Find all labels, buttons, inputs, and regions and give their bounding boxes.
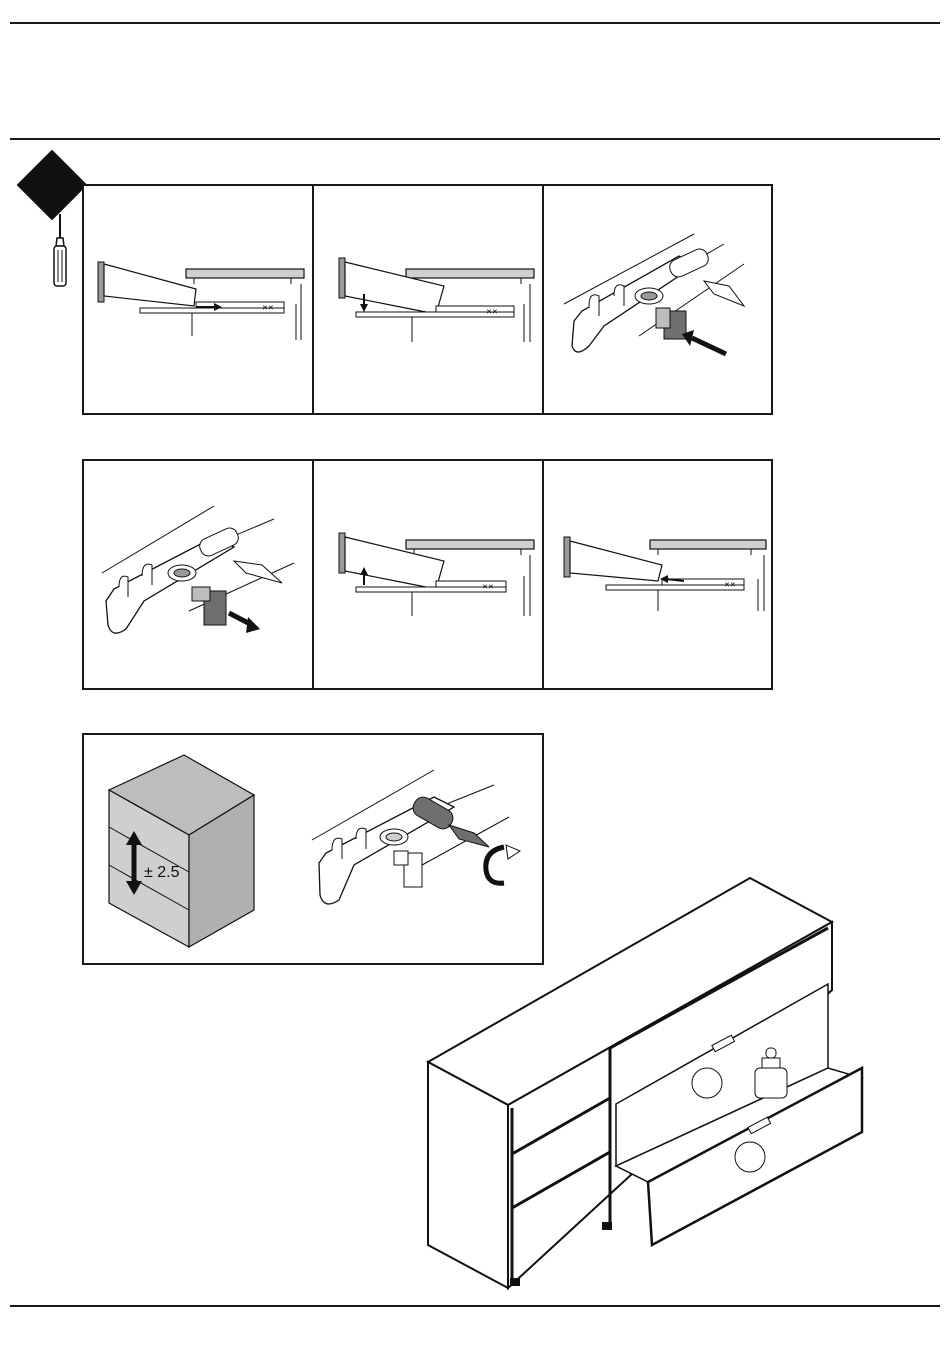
header-rule — [10, 138, 940, 140]
svg-text:✕✕: ✕✕ — [486, 309, 498, 316]
svg-text:✕✕: ✕✕ — [262, 305, 274, 312]
svg-text:✕✕: ✕✕ — [482, 584, 494, 591]
clip-push-in-step — [544, 186, 771, 413]
warning-diamond-icon — [17, 150, 88, 221]
instruction-row-1: ✕✕ ✕✕ — [82, 184, 773, 415]
top-rule — [10, 22, 940, 24]
drawer-tilt-down-step: ✕✕ — [314, 186, 544, 413]
drawer-lift-front-step: ✕✕ — [84, 186, 314, 413]
height-adjust-cabinet: ± 2.5 — [84, 735, 274, 963]
drawer-lift-up-step: ✕✕ — [314, 461, 544, 688]
sideboard-drawer-illustration — [420, 870, 870, 1295]
clip-pull-out-step — [84, 461, 314, 688]
instruction-row-2: ✕✕ ✕✕ — [82, 459, 773, 690]
drawer-remove-step: ✕✕ — [544, 461, 771, 688]
bottom-rule — [10, 1305, 940, 1307]
adjustment-label: ± 2.5 — [144, 864, 180, 881]
screwdriver-icon — [50, 214, 70, 288]
svg-text:✕✕: ✕✕ — [724, 582, 736, 589]
